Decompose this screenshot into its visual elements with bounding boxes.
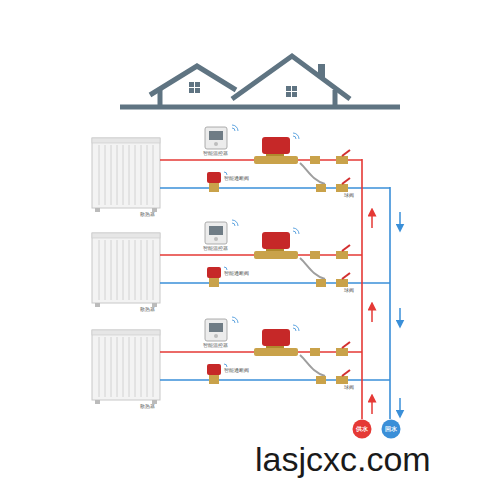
valve-label: 智能通断阀 bbox=[224, 368, 249, 374]
house-icon bbox=[120, 56, 400, 107]
circle-fill bbox=[382, 420, 401, 439]
thermostat-label: 智能温控器 bbox=[203, 343, 228, 349]
pipe-terminal-circle: 回水 bbox=[381, 419, 401, 439]
valve-label: 智能通断阀 bbox=[224, 176, 249, 182]
return-riser bbox=[389, 187, 391, 419]
ball-valve-label: 球阀 bbox=[344, 385, 354, 391]
circle-fill bbox=[353, 420, 372, 439]
ball-valve-label: 球阀 bbox=[344, 193, 354, 199]
floor-unit bbox=[92, 125, 390, 212]
terminal-label: 回水 bbox=[385, 426, 397, 433]
floor-unit bbox=[92, 317, 390, 404]
thermostat-label: 智能温控器 bbox=[203, 246, 228, 252]
radiator-label: 散热器 bbox=[140, 212, 155, 218]
radiator-label: 散热器 bbox=[140, 404, 155, 410]
floor-unit bbox=[92, 220, 390, 307]
terminal-label: 供水 bbox=[356, 426, 368, 433]
pipe-terminal-circle: 供水 bbox=[352, 419, 372, 439]
supply-riser bbox=[361, 159, 363, 419]
thermostat-label: 智能温控器 bbox=[203, 151, 228, 157]
watermark: lasjcxc.com bbox=[255, 442, 431, 476]
valve-label: 智能通断阀 bbox=[224, 271, 249, 277]
ball-valve-label: 球阀 bbox=[344, 288, 354, 294]
radiator-label: 散热器 bbox=[140, 307, 155, 313]
